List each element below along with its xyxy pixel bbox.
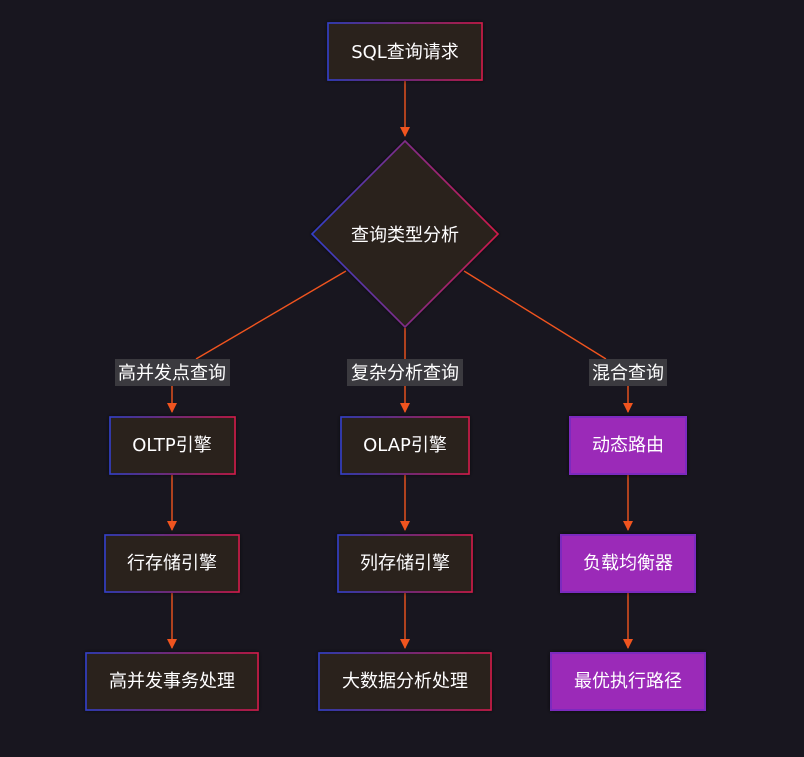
- node-high-concurrency-tx[interactable]: 高并发事务处理: [85, 652, 259, 711]
- nodes: SQL查询请求 查询类型分析 OLTP引擎 OLAP引擎 动态路由 行存储引擎 …: [85, 22, 706, 711]
- node-column-storage-engine[interactable]: 列存储引擎: [337, 534, 473, 593]
- svg-text:OLTP引擎: OLTP引擎: [132, 435, 212, 456]
- edge-analysis-to-routing-part1: [463, 270, 607, 360]
- svg-text:高并发点查询: 高并发点查询: [118, 363, 226, 384]
- node-big-data-analysis[interactable]: 大数据分析处理: [318, 652, 492, 711]
- svg-text:列存储引擎: 列存储引擎: [360, 553, 450, 574]
- svg-text:高并发事务处理: 高并发事务处理: [109, 671, 235, 692]
- node-oltp-engine[interactable]: OLTP引擎: [109, 416, 236, 475]
- node-load-balancer[interactable]: 负载均衡器: [560, 534, 696, 593]
- svg-text:查询类型分析: 查询类型分析: [351, 225, 459, 246]
- svg-text:最优执行路径: 最优执行路径: [574, 671, 682, 692]
- node-query-type-analysis[interactable]: 查询类型分析: [310, 139, 500, 329]
- svg-text:负载均衡器: 负载均衡器: [583, 553, 673, 574]
- node-dynamic-routing[interactable]: 动态路由: [569, 416, 687, 475]
- edges: [167, 81, 633, 649]
- edge-labels: 高并发点查询 复杂分析查询 混合查询: [115, 359, 667, 386]
- node-row-storage-engine[interactable]: 行存储引擎: [104, 534, 240, 593]
- edge-label-hybrid-query: 混合查询: [589, 359, 667, 386]
- edge-label-high-concurrency-point-query: 高并发点查询: [115, 359, 230, 386]
- svg-text:动态路由: 动态路由: [592, 435, 664, 456]
- svg-text:大数据分析处理: 大数据分析处理: [342, 671, 468, 692]
- svg-text:SQL查询请求: SQL查询请求: [351, 42, 459, 63]
- svg-text:OLAP引擎: OLAP引擎: [363, 435, 447, 456]
- edge-analysis-to-oltp-part1: [195, 270, 347, 360]
- node-olap-engine[interactable]: OLAP引擎: [340, 416, 470, 475]
- edge-label-complex-analytic-query: 复杂分析查询: [347, 359, 463, 386]
- svg-text:混合查询: 混合查询: [592, 363, 664, 384]
- svg-text:复杂分析查询: 复杂分析查询: [351, 363, 459, 384]
- svg-text:行存储引擎: 行存储引擎: [127, 553, 217, 574]
- node-sql-request[interactable]: SQL查询请求: [327, 22, 483, 81]
- node-optimal-path[interactable]: 最优执行路径: [550, 652, 706, 711]
